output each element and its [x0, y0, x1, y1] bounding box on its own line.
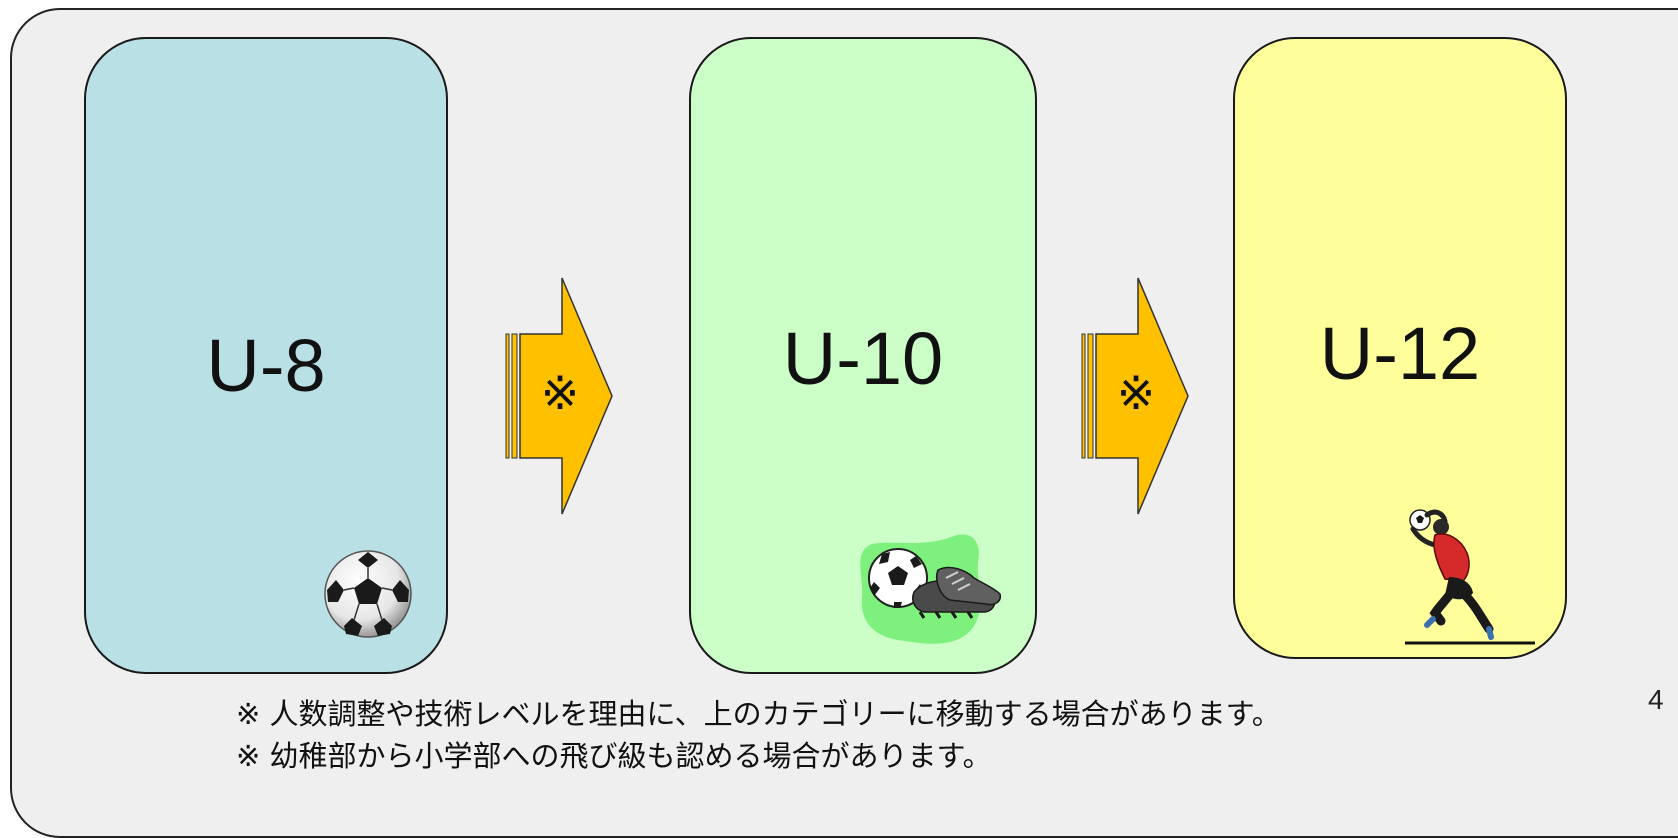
- arrow-icon: [1081, 277, 1189, 515]
- stage-label-u12: U-12: [1319, 312, 1481, 395]
- goalkeeper-icon: [1405, 509, 1535, 645]
- stage-card-u12: U-12: [1233, 37, 1567, 659]
- page-number: 4: [1648, 684, 1664, 715]
- footnote: ※ 幼稚部から小学部への飛び級も認める場合があります。: [236, 739, 992, 773]
- stage-card-u8: U-8: [84, 37, 448, 674]
- stage-label-u8: U-8: [206, 324, 326, 407]
- ball-and-cleats-icon: [860, 534, 1002, 644]
- soccer-ball-icon: [324, 550, 412, 638]
- footnote: ※ 人数調整や技術レベルを理由に、上のカテゴリーに移動する場合があります。: [236, 697, 1281, 731]
- arrow-icon: [505, 277, 613, 515]
- arrow-note-mark: ※: [540, 366, 580, 420]
- stage-label-u10: U-10: [782, 317, 944, 400]
- arrow-note-mark: ※: [1116, 366, 1156, 420]
